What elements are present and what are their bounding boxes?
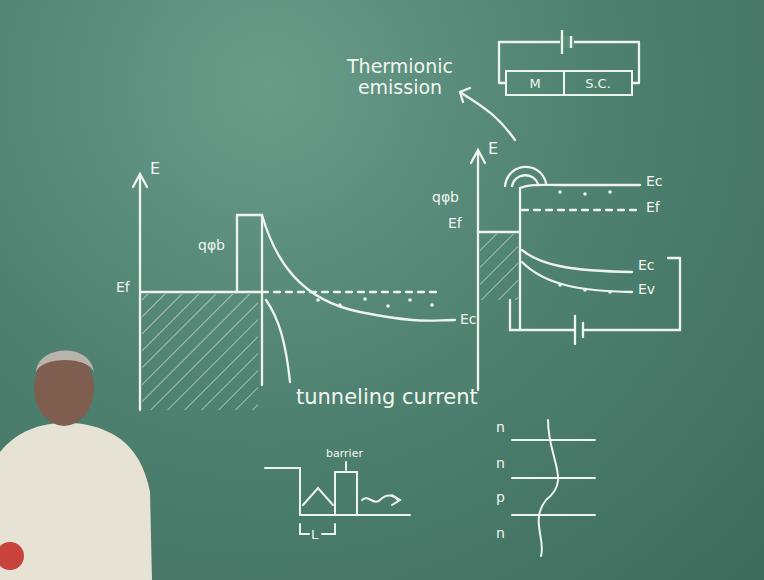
- fermi-level: [479, 231, 520, 233]
- energy-level: Ef: [116, 280, 130, 295]
- doping-sketch: [512, 420, 595, 556]
- circuit-wire: [499, 42, 639, 83]
- emission-arc: [505, 167, 546, 186]
- annotation: Thermionic emission: [330, 56, 470, 98]
- fermi-level: [141, 291, 262, 293]
- electrons: [558, 190, 612, 294]
- valence-band: [522, 262, 632, 292]
- barrier-height: qφb: [198, 238, 225, 253]
- annotation: tunneling current: [296, 386, 478, 409]
- fermi-level-dashed: [522, 209, 640, 211]
- box-label: M: [529, 76, 540, 91]
- barrier-edge: [237, 215, 262, 385]
- box-label: S.C.: [585, 76, 611, 91]
- electrons: [316, 297, 434, 308]
- right-band-diagram: [460, 88, 680, 390]
- leader-line: [345, 462, 347, 470]
- bias-wire: [510, 258, 680, 330]
- doping-label: p: [496, 490, 505, 505]
- battery-symbol: [560, 30, 574, 54]
- energy-level: Ev: [638, 282, 655, 297]
- axis-label: E: [488, 140, 498, 158]
- energy-level: Ec: [638, 258, 655, 273]
- transmitted-wave: [362, 495, 400, 505]
- barrier-height: qφb: [432, 190, 459, 205]
- lower-conduction-band: [522, 250, 632, 272]
- lecturer: [0, 350, 152, 580]
- doping-label: n: [496, 526, 505, 541]
- head: [34, 350, 94, 426]
- tunneling-sketch: [265, 462, 410, 534]
- left-band-diagram: [133, 174, 455, 410]
- annotation: barrier: [326, 448, 363, 460]
- doping-label: n: [496, 456, 505, 471]
- barrier-box: [335, 472, 357, 515]
- conduction-band: [520, 185, 640, 330]
- energy-level: Ef: [646, 200, 660, 215]
- band-curve: [266, 300, 290, 382]
- energy-level: Ef: [448, 216, 462, 231]
- axis-label: E: [150, 160, 160, 178]
- doping-label: n: [496, 420, 505, 435]
- energy-level: Ec: [460, 312, 477, 327]
- battery-plates: [562, 30, 571, 54]
- circuit-box: M: [505, 70, 565, 96]
- circuit-box: S.C.: [563, 70, 633, 96]
- conduction-band: [262, 215, 455, 321]
- dimension-label: L: [311, 528, 318, 542]
- well: [265, 468, 410, 515]
- metal-hatch: [142, 294, 258, 410]
- energy-level: Ec: [646, 174, 663, 189]
- logo: [0, 542, 24, 570]
- energy-axis: [471, 150, 485, 390]
- fermi-level-dashed: [262, 291, 440, 293]
- wave: [303, 488, 333, 505]
- battery-symbol: [575, 316, 583, 344]
- profile-curve: [539, 420, 558, 556]
- metal-hatch: [480, 234, 518, 300]
- hair: [36, 351, 94, 372]
